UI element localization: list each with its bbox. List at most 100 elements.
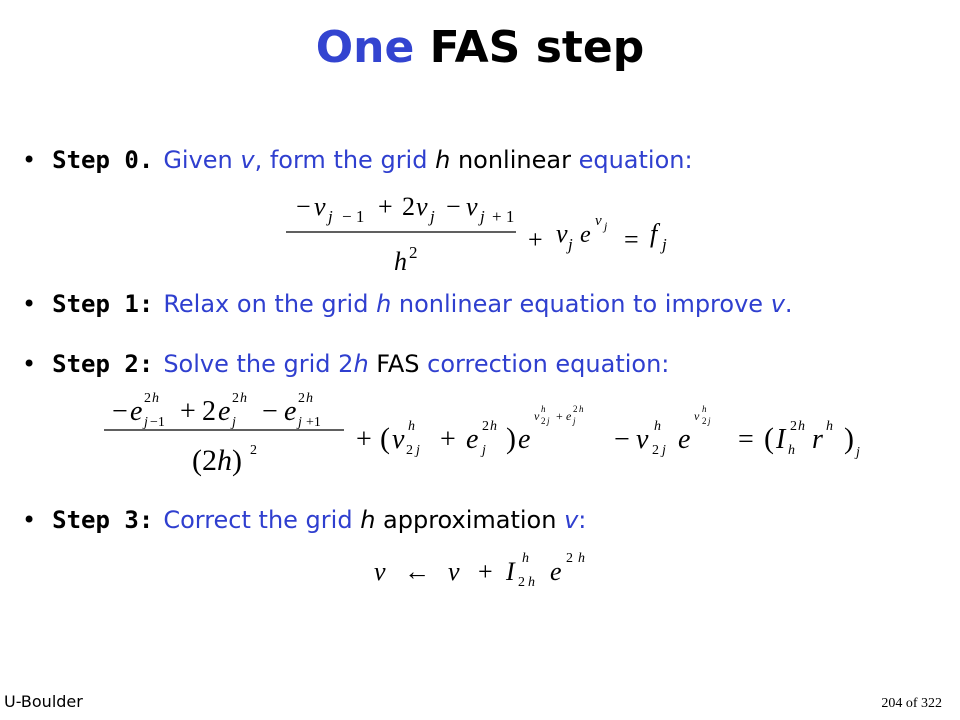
svg-text:e: e: [580, 222, 591, 248]
svg-text:+ 1: + 1: [492, 207, 514, 226]
svg-text:j: j: [478, 207, 485, 226]
step-1-bullet: •Step 1:Relax on the grid h nonlinear eq…: [22, 290, 793, 318]
svg-text:+: +: [356, 424, 372, 455]
bullet-dot: •: [22, 350, 37, 378]
page-current: 204: [881, 696, 903, 711]
svg-text:e: e: [218, 396, 230, 427]
svg-text:2: 2: [482, 419, 489, 434]
svg-text:v: v: [595, 213, 602, 229]
svg-text:h: h: [408, 419, 415, 434]
svg-text:2: 2: [573, 404, 578, 414]
svg-text:I: I: [505, 557, 516, 586]
svg-text:v: v: [314, 192, 326, 221]
svg-text:j: j: [854, 445, 860, 460]
svg-text:h: h: [528, 575, 535, 590]
svg-text:e: e: [284, 396, 296, 427]
svg-text:(2h): (2h): [192, 444, 242, 477]
svg-text:j: j: [414, 443, 420, 458]
svg-text:h: h: [306, 391, 313, 406]
bullet-dot: •: [22, 146, 37, 174]
svg-text:): ): [506, 422, 516, 455]
svg-text:(: (: [764, 422, 774, 455]
step-3-label: Step 3:: [52, 506, 154, 534]
svg-text:−: −: [614, 424, 630, 455]
svg-text:+: +: [440, 424, 456, 455]
step-1-label: Step 1:: [52, 290, 154, 318]
svg-text:h: h: [798, 419, 805, 434]
svg-text:2: 2: [790, 419, 797, 434]
title-one: One: [315, 22, 415, 73]
svg-text:h: h: [579, 404, 584, 414]
svg-text:2: 2: [541, 416, 546, 426]
svg-text:−: −: [296, 192, 311, 221]
svg-text:j: j: [480, 443, 486, 458]
svg-text:h: h: [394, 247, 407, 276]
svg-text:−: −: [262, 396, 278, 427]
title-fas-step: FAS step: [429, 22, 645, 73]
svg-text:v: v: [392, 424, 405, 455]
svg-text:j: j: [660, 443, 666, 458]
svg-text:v: v: [374, 557, 386, 586]
slide-title: One FAS step: [0, 22, 960, 73]
footer-source: U-Boulder: [4, 692, 83, 711]
svg-text:e: e: [130, 396, 142, 427]
page-number: 204 of 322: [881, 696, 942, 712]
svg-text:(: (: [380, 422, 390, 455]
svg-text:j: j: [296, 415, 302, 430]
svg-text:h: h: [240, 391, 247, 406]
svg-text:v: v: [636, 424, 649, 455]
svg-text:2: 2: [250, 443, 257, 458]
svg-text:j: j: [326, 207, 333, 226]
svg-text:+: +: [378, 192, 393, 221]
svg-text:+: +: [180, 396, 196, 427]
svg-text:j: j: [546, 416, 550, 426]
svg-text:2: 2: [402, 192, 415, 221]
svg-text:=: =: [738, 424, 754, 455]
svg-text:− 1: − 1: [342, 207, 364, 226]
svg-text:j: j: [572, 416, 576, 426]
svg-text:←: ←: [404, 557, 430, 586]
svg-text:2: 2: [652, 443, 659, 458]
svg-text:h: h: [702, 404, 707, 414]
svg-text:h: h: [522, 551, 529, 566]
svg-text:f: f: [650, 219, 661, 248]
svg-text:e: e: [550, 557, 562, 586]
svg-text:h: h: [788, 443, 795, 458]
step-3-bullet: •Step 3:Correct the grid h approximation…: [22, 506, 587, 534]
svg-text:v: v: [416, 192, 428, 221]
svg-text:+: +: [556, 409, 563, 423]
svg-text:−: −: [112, 396, 128, 427]
svg-text:j: j: [707, 416, 711, 426]
svg-text:j: j: [660, 235, 667, 254]
svg-text:2: 2: [702, 416, 707, 426]
svg-text:−: −: [446, 192, 461, 221]
svg-text:2: 2: [409, 243, 418, 262]
svg-text:+1: +1: [306, 415, 321, 430]
svg-text:2: 2: [566, 551, 573, 566]
svg-text:j: j: [566, 235, 573, 254]
svg-text:=: =: [624, 225, 639, 254]
svg-text:2: 2: [406, 443, 413, 458]
svg-text:e: e: [566, 409, 572, 423]
svg-text:): ): [844, 422, 854, 455]
svg-text:j: j: [142, 415, 148, 430]
svg-text:2: 2: [232, 391, 239, 406]
svg-text:+: +: [478, 557, 493, 586]
svg-text:e: e: [518, 424, 530, 455]
svg-text:v: v: [534, 409, 540, 423]
svg-text:j: j: [602, 219, 608, 233]
svg-text:2: 2: [518, 575, 525, 590]
svg-text:v: v: [466, 192, 478, 221]
svg-text:j: j: [230, 415, 236, 430]
svg-text:e: e: [678, 424, 690, 455]
step-0-bullet: •Step 0.Given v, form the grid h nonline…: [22, 146, 693, 174]
svg-text:h: h: [826, 419, 833, 434]
svg-text:−1: −1: [150, 415, 165, 430]
bullet-dot: •: [22, 506, 37, 534]
svg-text:v: v: [556, 219, 568, 248]
footer-source-text: U-Boulder: [4, 692, 83, 711]
svg-text:v: v: [448, 557, 460, 586]
svg-text:j: j: [428, 207, 435, 226]
svg-text:h: h: [578, 551, 585, 566]
svg-text:e: e: [466, 424, 478, 455]
